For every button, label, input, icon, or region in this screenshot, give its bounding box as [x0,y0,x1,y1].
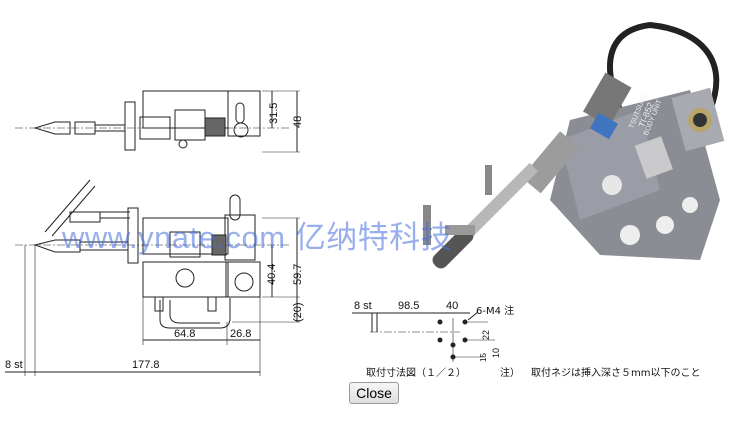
mount-dim-98-5: 98.5 [398,300,420,312]
mount-stroke: 8 st [354,300,372,312]
dim-26-8: 26.8 [230,328,252,340]
mount-caption: 取付寸法図（１／２） [366,368,466,379]
watermark: www.ynate.com 亿纳特科技 [62,220,453,255]
mount-dim-15: 15 [479,353,488,362]
top-view-drawing [15,90,300,153]
dim-40-4: 40.4 [266,263,278,285]
mount-dim-40: 40 [446,300,459,312]
note-text: 取付ネジは挿入深さ５mm以下のこと [531,368,701,379]
dim-177-8: 177.8 [132,359,160,371]
mount-dim-22: 22 [481,329,491,340]
dim-31-5: 31.5 [268,102,280,124]
mount-diagram [352,311,495,362]
note-label: 注） [500,368,520,379]
dim-64-8: 64.8 [174,328,196,340]
mount-dim-10: 10 [491,347,501,358]
dim-20: (20) [292,302,304,322]
product-photo [423,21,725,269]
side-view-drawing [5,179,300,376]
close-button[interactable]: Close [349,382,399,404]
mount-screw-spec: 6-M4 注 [476,306,515,317]
dim-48: 48 [292,115,304,128]
dim-stroke: 8 st [5,359,23,371]
dim-59-7: 59.7 [292,263,304,285]
